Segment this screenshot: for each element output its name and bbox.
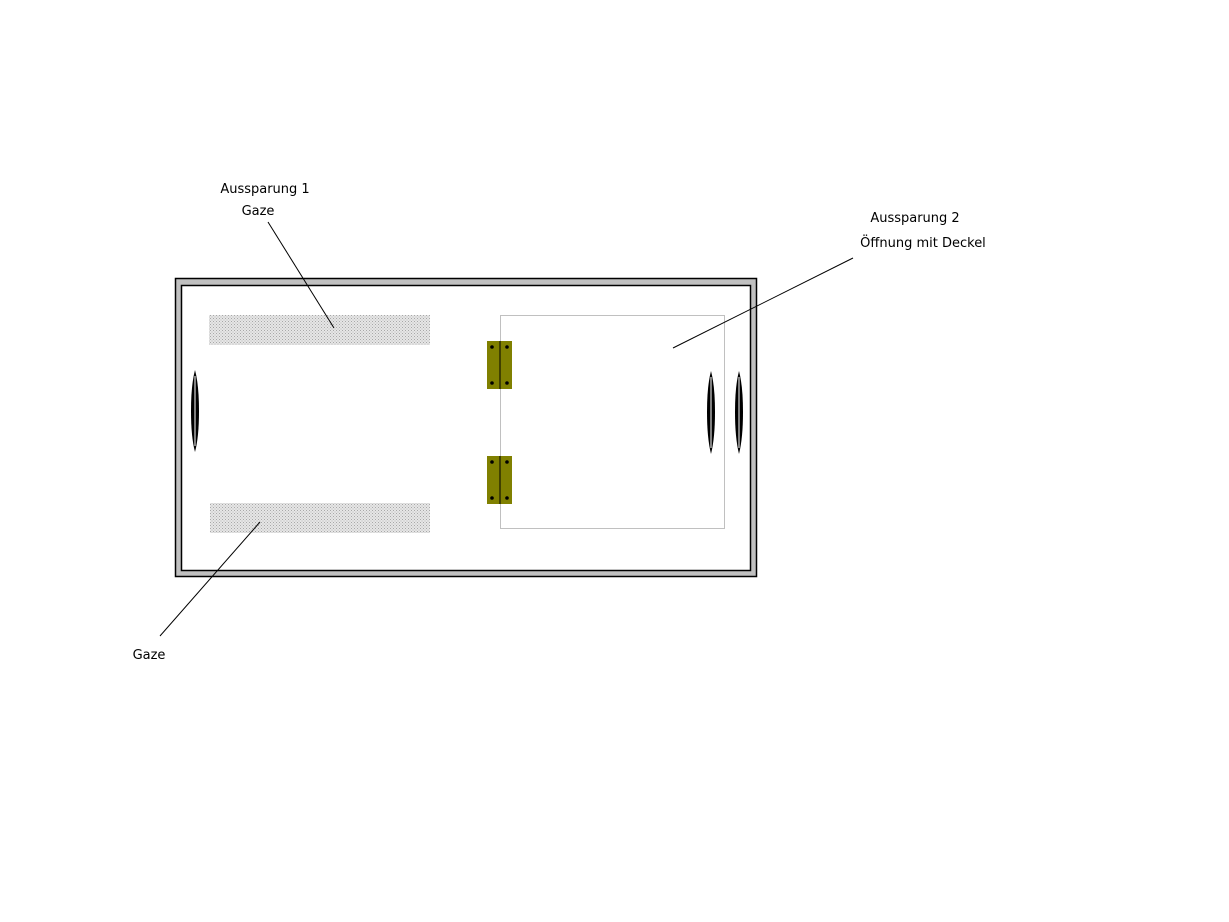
gauze-strip-bottom (210, 503, 430, 533)
label-cutout1-sub: Gaze (242, 204, 275, 219)
handle-lid-icon (707, 371, 715, 454)
label-cutout2-sub: Öffnung mit Deckel (860, 234, 986, 251)
leader-line-cutout1 (267, 221, 335, 329)
leader-line-cutout2 (672, 257, 854, 349)
hinge-top (487, 341, 512, 389)
handle-left-icon (191, 370, 199, 452)
label-gauze-bottom: Gaze (133, 648, 166, 663)
label-cutout1-title: Aussparung 1 (220, 182, 309, 197)
leader-line-gauze-bottom (159, 521, 261, 637)
gauze-strip-top (209, 315, 430, 345)
hinge-bottom (487, 456, 512, 504)
label-cutout2-title: Aussparung 2 (870, 211, 959, 226)
lid-outline (500, 315, 725, 529)
handle-right-icon (735, 371, 743, 454)
